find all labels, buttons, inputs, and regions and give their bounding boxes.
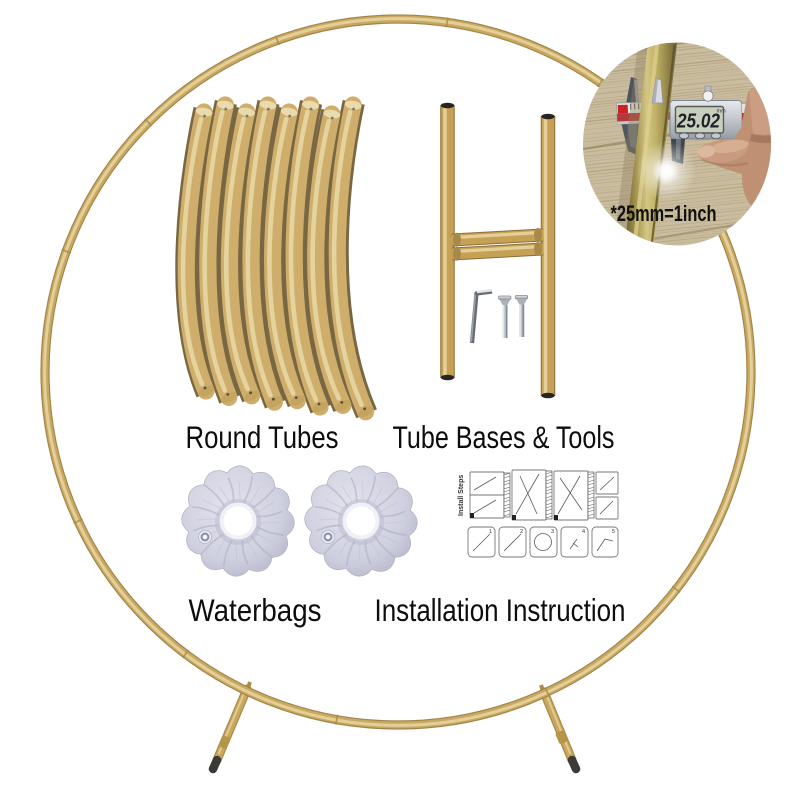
svg-text:Tube Bases & Tools: Tube Bases & Tools xyxy=(393,419,615,455)
svg-text:3: 3 xyxy=(551,529,554,535)
svg-text:*25mm=1inch: *25mm=1inch xyxy=(611,201,717,226)
svg-text:25.02: 25.02 xyxy=(676,111,720,133)
svg-text:1: 1 xyxy=(489,529,492,535)
svg-text:mm: mm xyxy=(717,109,727,115)
svg-text:5: 5 xyxy=(612,529,615,535)
svg-text:Installation Instruction: Installation Instruction xyxy=(375,592,626,628)
svg-text:Round Tubes: Round Tubes xyxy=(186,419,339,455)
svg-text:Waterbags: Waterbags xyxy=(189,592,322,628)
svg-text:Install Steps: Install Steps xyxy=(458,475,465,516)
svg-text:4: 4 xyxy=(582,529,585,535)
svg-text:2: 2 xyxy=(520,529,523,535)
